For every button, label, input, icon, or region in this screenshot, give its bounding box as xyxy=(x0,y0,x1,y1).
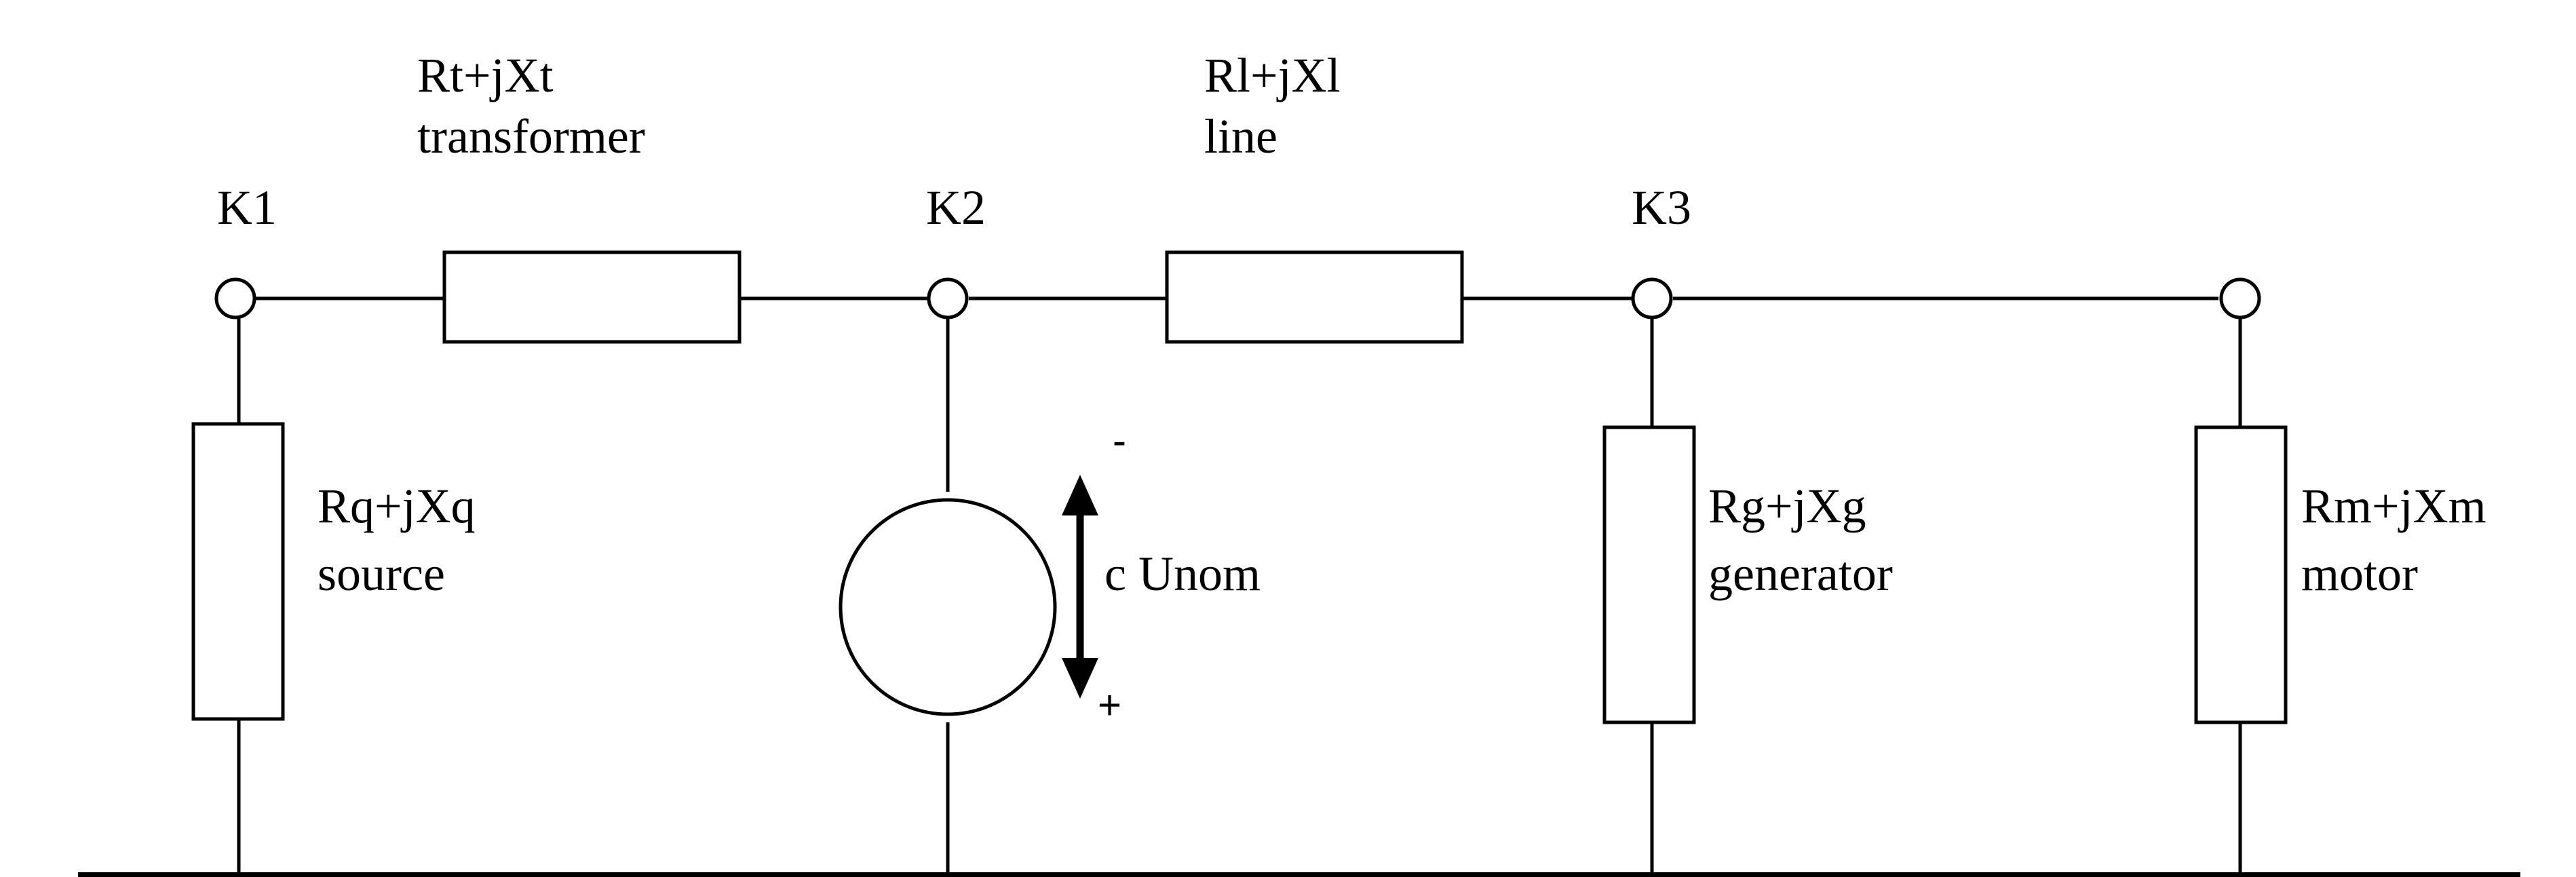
generator-impedance-label: Rg+jXg xyxy=(1708,479,1866,533)
branch-wires xyxy=(237,319,2242,877)
node-k3 xyxy=(1631,277,1673,319)
voltage-arrow-icon xyxy=(1062,475,1098,699)
voltage-plus-sign: + xyxy=(1098,682,1121,728)
motor-name-label: motor xyxy=(2301,547,2418,601)
motor-impedance-label: Rm+jXm xyxy=(2301,479,2486,533)
transformer-impedance-box xyxy=(442,250,742,344)
source-impedance-box xyxy=(191,422,285,721)
transformer-impedance-label: Rt+jXt xyxy=(417,48,554,102)
node-label-k3: K3 xyxy=(1632,180,1691,235)
line-name-label: line xyxy=(1204,109,1277,163)
source-name-label: source xyxy=(318,547,445,601)
line-impedance-label: Rl+jXl xyxy=(1204,48,1341,102)
transformer-name-label: transformer xyxy=(417,109,645,163)
node-label-k2: K2 xyxy=(926,180,986,235)
generator-impedance-box xyxy=(1602,425,1696,724)
motor-impedance-box xyxy=(2194,425,2288,724)
node-k2 xyxy=(927,277,969,319)
node-label-k1: K1 xyxy=(217,180,277,235)
line-impedance-box xyxy=(1165,250,1464,344)
node-k1 xyxy=(214,277,256,319)
node-motor xyxy=(2219,277,2261,319)
voltage-source-circle xyxy=(839,498,1057,716)
voltage-source-label: c Unom xyxy=(1104,547,1261,601)
source-impedance-label: Rq+jXq xyxy=(318,479,476,533)
generator-name-label: generator xyxy=(1708,547,1893,601)
voltage-minus-sign: - xyxy=(1113,418,1126,463)
